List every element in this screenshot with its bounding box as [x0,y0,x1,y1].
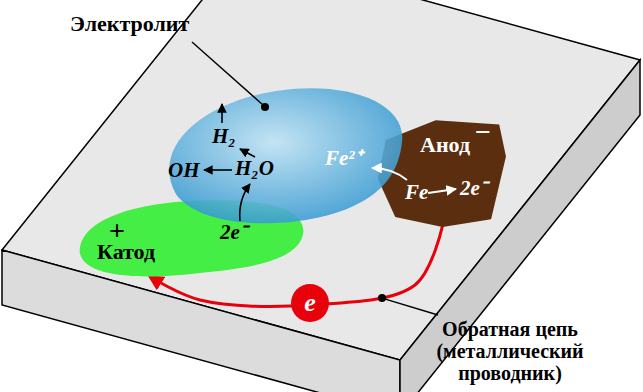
formula-text: Fe²⁺ [325,148,362,169]
formula-text: 2e⁻ [220,222,247,243]
reaction-arrow [221,104,223,123]
formula-text: H₂O [235,158,274,179]
electrode-name: Анод [420,134,470,156]
callout-label: Обратная цепь (металлический проводник) [400,318,620,384]
reaction-arrow [372,168,407,180]
leader-dot [378,294,386,302]
electron-badge: e [291,284,329,322]
formula-text: 2e⁻ [460,178,487,199]
reaction-arrow [204,169,232,171]
leader-line [192,42,263,105]
leader-line [382,298,438,315]
electrolyte-drop-shape [150,78,410,233]
reaction-arrow [240,184,250,221]
electrolyte-drop-outline [169,88,402,223]
reaction-arrow [240,149,255,157]
formula-text: H₂ [212,126,236,147]
callout-label: Электролит [70,12,189,36]
electrolyte-drop: H₂ OH H₂O Fe²⁺ [150,78,410,233]
formula-text: Fe [405,182,428,203]
polarity-sign: − [475,118,491,146]
electrode-name: Катод [97,241,155,263]
formula-text: OH [168,160,200,181]
plate-side-face [400,60,640,392]
reaction-arrow [428,189,456,193]
leader-dot [261,103,269,111]
